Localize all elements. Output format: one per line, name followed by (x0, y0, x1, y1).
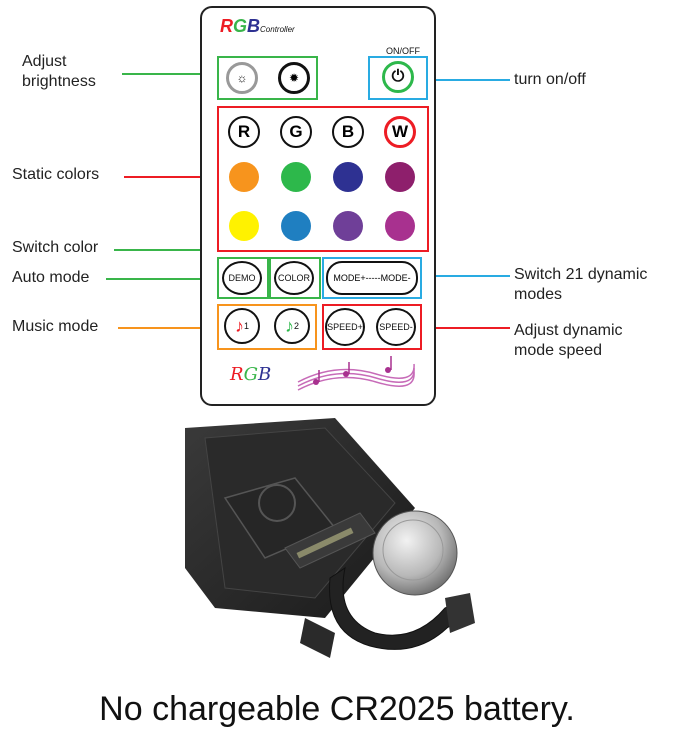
mode-button[interactable]: MODE+-----MODE- (326, 261, 418, 295)
line-adjust-speed (420, 327, 510, 329)
music-mode-group (217, 304, 317, 350)
color-green-button[interactable] (281, 162, 311, 192)
mode-group (322, 257, 422, 299)
sun-up-icon: ✹ (288, 71, 300, 85)
line-brightness (122, 73, 220, 75)
music1-button[interactable]: ♪1 (224, 308, 260, 344)
brand-logo: RGBController (220, 16, 295, 36)
label-music-mode: Music mode (12, 318, 99, 335)
color-plum-button[interactable] (385, 162, 415, 192)
music-note-green-icon: ♪ (284, 315, 294, 336)
brightness-down-button[interactable]: ☼ (226, 62, 258, 94)
blue-button[interactable]: B (332, 116, 364, 148)
remote-controller: RGBController ☼ ✹ ON/OFF ⏻ R G B W DEM (200, 6, 436, 406)
line-switch-dynamic (420, 275, 510, 277)
static-colors-group (217, 106, 429, 252)
red-button[interactable]: R (228, 116, 260, 148)
onoff-group (368, 56, 428, 100)
line-static-colors (124, 176, 220, 178)
brightness-group (217, 56, 318, 100)
color-magenta-button[interactable] (385, 211, 415, 241)
speed-plus-button[interactable]: SPEED+ (325, 308, 365, 346)
color-purple-button[interactable] (333, 211, 363, 241)
color-skyblue-button[interactable] (281, 211, 311, 241)
speed-minus-button[interactable]: SPEED- (376, 308, 416, 346)
battery-photo (185, 418, 475, 658)
color-orange-button[interactable] (229, 162, 259, 192)
music-staff-icon (297, 356, 415, 391)
green-button[interactable]: G (280, 116, 312, 148)
label-static-colors: Static colors (12, 166, 100, 183)
power-icon: ⏻ (391, 68, 405, 85)
white-button[interactable]: W (384, 116, 416, 148)
color-navy-button[interactable] (333, 162, 363, 192)
label-adjust-brightness: Adjust brightness (22, 53, 96, 90)
speed-group (322, 304, 422, 350)
auto-mode-group (217, 257, 269, 299)
label-switch-color: Switch color (12, 239, 99, 256)
line-onoff (426, 79, 510, 81)
demo-button[interactable]: DEMO (222, 261, 262, 295)
music-note-red-icon: ♪ (234, 315, 244, 336)
brightness-up-button[interactable]: ✹ (278, 62, 310, 94)
power-button[interactable]: ⏻ (382, 61, 414, 93)
onoff-label: ON/OFF (386, 46, 420, 56)
color-yellow-button[interactable] (229, 211, 259, 241)
label-switch-dynamic: Switch 21 dynamic modes (514, 266, 648, 303)
label-turn-onoff: turn on/off (514, 71, 586, 88)
footer-logo: RGB (230, 364, 272, 385)
music2-button[interactable]: ♪2 (274, 308, 310, 344)
switch-color-group (269, 257, 321, 299)
label-auto-mode: Auto mode (12, 269, 90, 286)
label-adjust-speed: Adjust dynamic mode speed (514, 322, 623, 359)
sun-down-icon: ☼ (236, 71, 248, 85)
color-button[interactable]: COLOR (274, 261, 314, 295)
line-auto-mode (106, 278, 220, 280)
line-music-mode (118, 327, 220, 329)
caption: No chargeable CR2025 battery. (99, 690, 575, 728)
